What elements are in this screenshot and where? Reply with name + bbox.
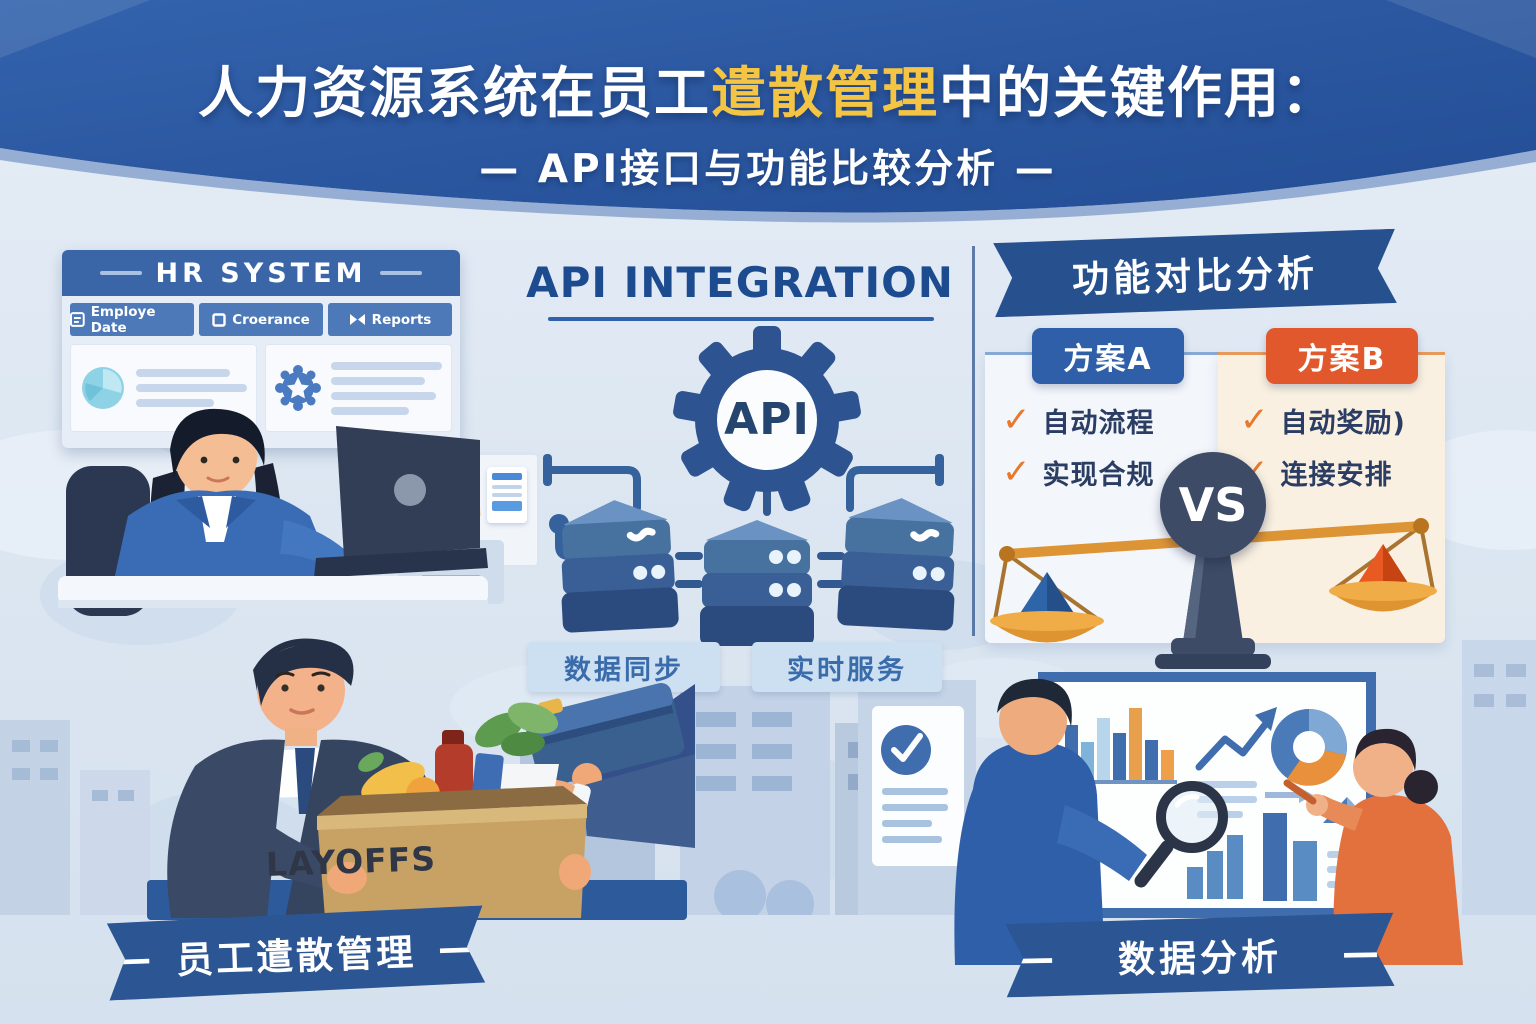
trend-arrow-icon <box>1195 707 1277 771</box>
server-icon <box>561 500 679 633</box>
plan-b-item: ✓ 自动奖励) <box>1240 400 1406 440</box>
comparison-banner-ribbon: 功能对比分析 <box>993 229 1397 317</box>
tab-label: Employe Date <box>90 303 156 336</box>
layoffs-banner-text: 员工遣散管理 <box>175 930 417 983</box>
header-dash <box>99 271 142 275</box>
plan-a-item: ✓ 实现合规 <box>1002 452 1155 492</box>
pen-icon <box>1283 779 1317 805</box>
hr-system-title: HR SYSTEM <box>155 257 367 289</box>
check-icon: ✓ <box>1240 400 1269 440</box>
tab-label: Reports <box>371 311 432 328</box>
bar-chart-icon <box>1263 813 1317 901</box>
hr-card-settings <box>265 344 452 432</box>
document-check-icon <box>872 706 964 866</box>
server-icon <box>837 498 955 631</box>
api-title-underline <box>548 317 934 321</box>
magnifier-icon <box>1134 781 1228 888</box>
panel-divider-line <box>972 246 975 636</box>
hr-system-panel: HR SYSTEM Employe Date Croerance Reports <box>62 250 460 448</box>
donut-chart-icon <box>1271 709 1347 786</box>
poster-subtitle: — API接口与功能比较分析 — <box>479 147 1057 192</box>
city-skyline-right <box>1462 640 1536 915</box>
server-icon <box>700 520 814 646</box>
data-analysis-illustration <box>954 672 1463 965</box>
plan-a-item: ✓ 自动流程 <box>1002 400 1155 440</box>
header-dash <box>380 271 423 275</box>
analysis-banner: — 数据分析 — <box>1005 913 1394 998</box>
layoffs-man-illustration <box>147 638 695 920</box>
pinned-document <box>487 467 527 523</box>
plan-b-item: ✓ 连接安排 <box>1240 450 1393 494</box>
hr-system-header: HR SYSTEM <box>62 250 460 296</box>
hr-woman-illustration <box>58 408 488 616</box>
comparison-banner-text: 功能对比分析 <box>1071 251 1319 302</box>
analyst-man <box>954 678 1147 965</box>
briefcase-icon <box>525 683 695 818</box>
text-lines <box>331 355 442 422</box>
chip-data-sync: 数据同步 <box>528 642 720 692</box>
tab-label: Croerance <box>232 311 310 328</box>
tab-reports: Reports <box>328 303 452 336</box>
banner-dash: — <box>437 925 479 970</box>
city-skyline-left <box>0 720 150 915</box>
balance-scale-icon <box>990 518 1437 669</box>
bowtie-icon <box>349 314 365 325</box>
check-icon: ✓ <box>1002 400 1031 440</box>
plan-a-badge: 方案A <box>1032 328 1184 384</box>
hr-dashboard-cards <box>62 336 460 440</box>
vs-badge: VS <box>1160 452 1266 558</box>
layoffs-box-label: LAYOFFS <box>265 839 437 884</box>
title-highlight: 遣散管理 <box>710 61 939 125</box>
hr-tabs: Employe Date Croerance Reports <box>62 296 460 336</box>
api-gear-icon <box>673 326 861 512</box>
api-section-title: API INTEGRATION <box>526 258 954 307</box>
header-banner <box>0 0 1536 223</box>
text-lines <box>136 362 247 414</box>
gear-star-icon <box>275 365 321 411</box>
analysis-banner-text: 数据分析 <box>1117 935 1283 982</box>
tab-croerance: Croerance <box>199 303 323 336</box>
api-gear-label: API <box>724 394 810 445</box>
tab-employee-data: Employe Date <box>70 303 194 336</box>
document-icon <box>212 312 226 327</box>
poster-title: 人力资源系统在员工遣散管理中的关键作用： <box>197 61 1339 125</box>
pie-chart-icon <box>82 367 124 409</box>
banner-dash: — <box>113 936 155 981</box>
check-icon: ✓ <box>1002 452 1031 492</box>
plan-b-badge: 方案B <box>1266 328 1418 384</box>
chip-realtime-service: 实时服务 <box>752 642 942 692</box>
bar-chart-icon <box>1187 835 1243 899</box>
calendar-icon <box>70 312 85 327</box>
